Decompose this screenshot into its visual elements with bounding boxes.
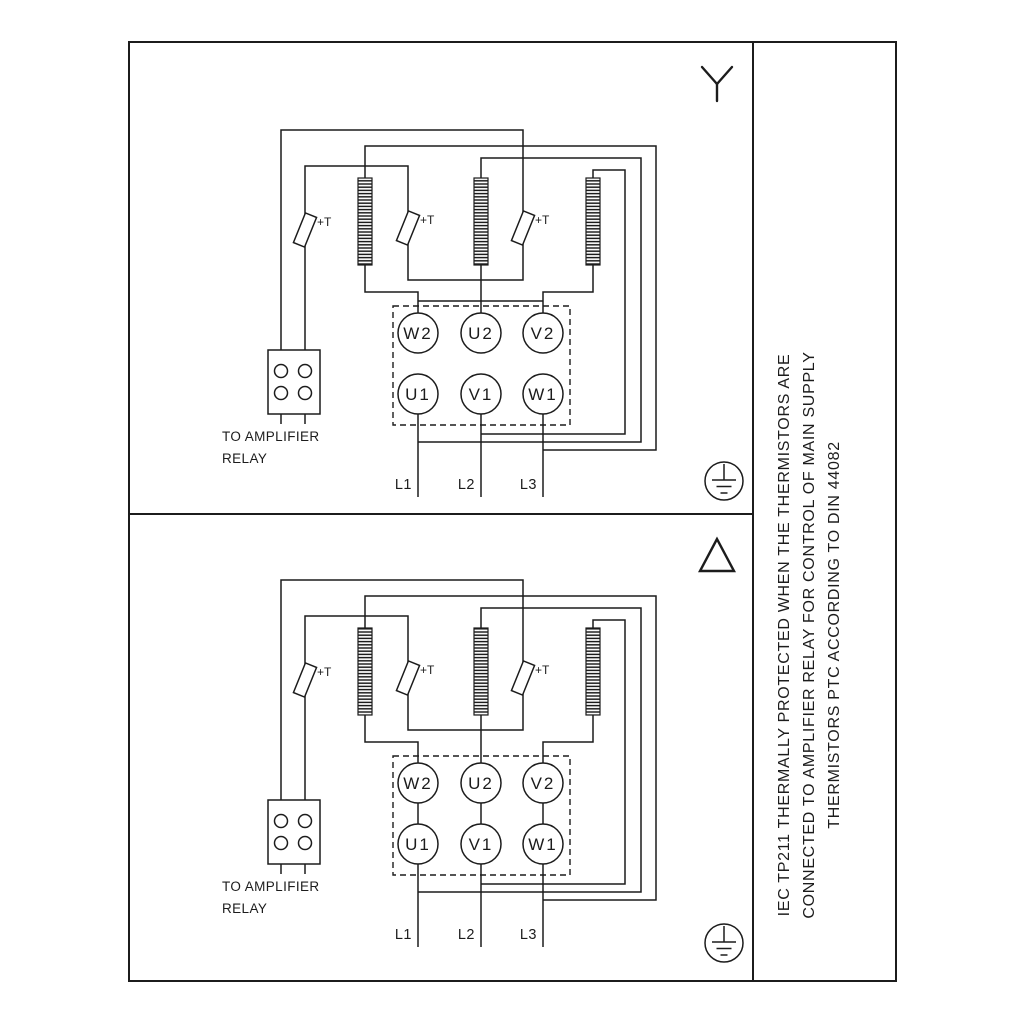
relay-caption-line1: TO AMPLIFIER [222, 879, 320, 894]
thermistor-3: +T [510, 659, 550, 697]
thermistor-icon [395, 209, 421, 247]
star-connection-icon [700, 65, 734, 103]
terminal-u2 [460, 312, 502, 354]
relay-pin [297, 813, 313, 829]
mains-label-l1: L1 [395, 477, 412, 493]
wiring [280, 579, 657, 947]
mains-label-l1: L1 [395, 927, 412, 943]
terminal-label-u1: U1 [405, 835, 431, 854]
amplifier-relay-connector [267, 349, 321, 424]
terminal-label-u2: U2 [468, 774, 494, 793]
terminal-w2 [397, 312, 439, 354]
terminal-label-v1: V1 [469, 385, 494, 404]
thermistor-label: +T [535, 213, 550, 227]
winding-bar-icon [357, 177, 373, 266]
diagram-frame [128, 41, 897, 982]
thermistor-label: +T [420, 663, 435, 677]
earth-icon [704, 461, 744, 501]
relay-caption-line2: RELAY [222, 901, 267, 916]
relay-caption-line1: TO AMPLIFIER [222, 429, 320, 444]
star-section: +T +T +T W2 U2 V2 U1 V1 W1 [222, 65, 744, 501]
terminal-block: W2 U2 V2 U1 V1 W1 [392, 755, 571, 876]
thermistor-label: +T [535, 663, 550, 677]
relay-pin [297, 835, 313, 851]
amplifier-relay-connector [267, 799, 321, 874]
mains-label-l3: L3 [520, 927, 537, 943]
relay-pin [297, 363, 313, 379]
thermistor-1: +T [292, 661, 332, 699]
motor-winding-bars [357, 177, 601, 266]
terminal-u1 [397, 373, 439, 415]
terminal-u2 [460, 762, 502, 804]
thermistor-3: +T [510, 209, 550, 247]
delta-section: +T +T +T W2 U2 V2 U1 V1 W1 [222, 536, 744, 963]
terminal-label-u2: U2 [468, 324, 494, 343]
mains-label-l3: L3 [520, 477, 537, 493]
terminal-w1 [522, 373, 564, 415]
terminal-v2 [522, 762, 564, 804]
earth-icon [704, 923, 744, 963]
terminal-label-w1: W1 [528, 385, 558, 404]
note-line-3: THERMISTORS PTC ACCORDING TO DIN 44082 [826, 441, 843, 829]
relay-pin [273, 363, 289, 379]
motor-winding-bars [357, 627, 601, 716]
thermistor-2: +T [395, 209, 435, 247]
terminal-label-v2: V2 [531, 324, 556, 343]
terminal-u1 [397, 823, 439, 865]
thermistor-icon [510, 659, 536, 697]
relay-pin [297, 385, 313, 401]
relay-pin [273, 385, 289, 401]
thermistor-icon [510, 209, 536, 247]
thermistor-1: +T [292, 211, 332, 249]
winding-bar-icon [473, 177, 489, 266]
thermistor-label: +T [317, 665, 332, 679]
thermistor-2: +T [395, 659, 435, 697]
winding-bar-icon [357, 627, 373, 716]
winding-bar-icon [473, 627, 489, 716]
terminal-v1 [460, 373, 502, 415]
terminal-v1 [460, 823, 502, 865]
mains-label-l2: L2 [458, 477, 475, 493]
note-line-1: IEC TP211 THERMALLY PROTECTED WHEN THE T… [776, 354, 793, 917]
terminal-label-w2: W2 [403, 774, 433, 793]
terminal-label-w2: W2 [403, 324, 433, 343]
winding-bar-icon [585, 177, 601, 266]
note-line-2: CONNECTED TO AMPLIFIER RELAY FOR CONTROL… [801, 351, 818, 918]
winding-bar-icon [585, 627, 601, 716]
terminal-w2 [397, 762, 439, 804]
terminal-v2 [522, 312, 564, 354]
mains-label-l2: L2 [458, 927, 475, 943]
terminal-w1 [522, 823, 564, 865]
delta-connection-icon [698, 536, 736, 573]
terminal-label-v1: V1 [469, 835, 494, 854]
relay-pin [273, 813, 289, 829]
thermistor-icon [292, 661, 318, 699]
thermistor-label: +T [317, 215, 332, 229]
wiring [280, 129, 657, 497]
thermistor-icon [395, 659, 421, 697]
thermistor-label: +T [420, 213, 435, 227]
terminal-label-v2: V2 [531, 774, 556, 793]
thermistor-icon [292, 211, 318, 249]
terminal-label-w1: W1 [528, 835, 558, 854]
terminal-label-u1: U1 [405, 385, 431, 404]
notes-panel: IEC TP211 THERMALLY PROTECTED WHEN THE T… [776, 351, 843, 918]
terminal-block: W2 U2 V2 U1 V1 W1 [392, 305, 571, 426]
relay-pin [273, 835, 289, 851]
relay-caption-line2: RELAY [222, 451, 267, 466]
